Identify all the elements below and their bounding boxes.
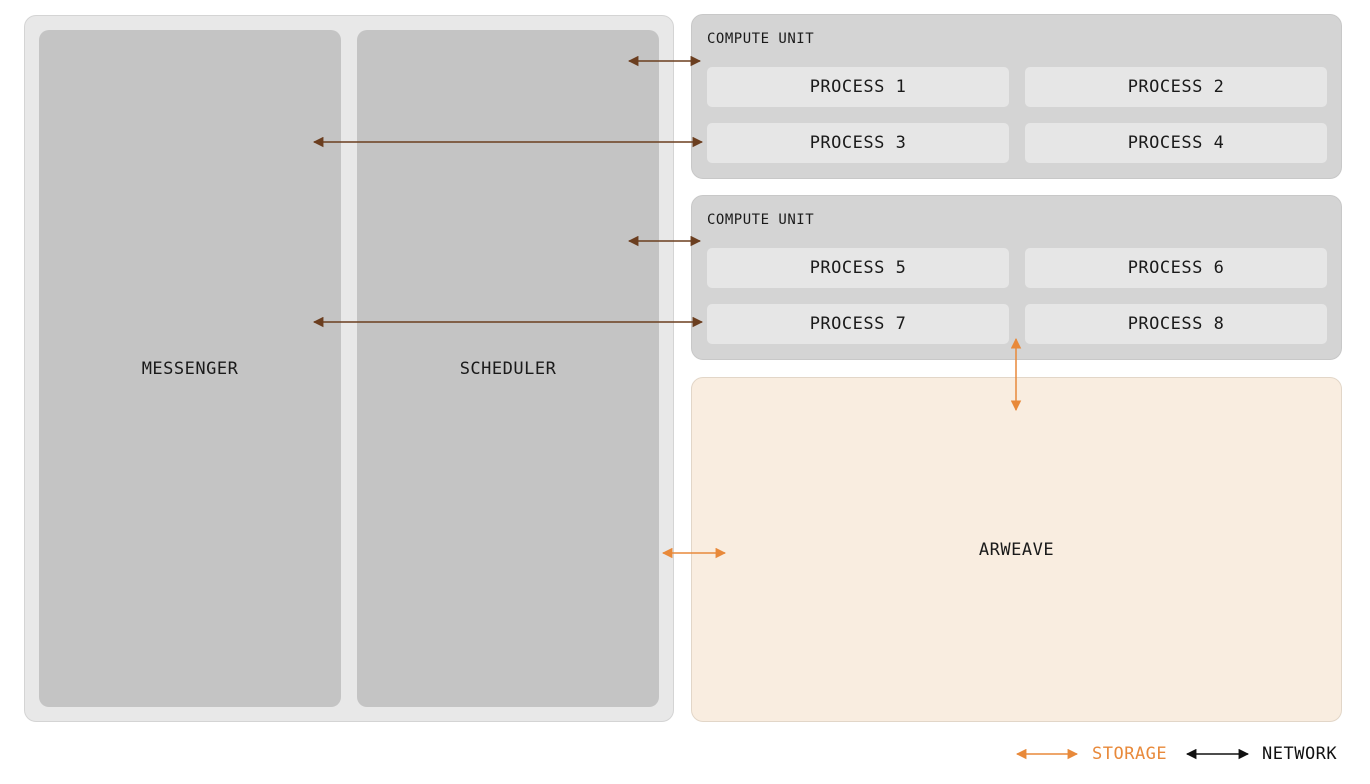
process-1-box: PROCESS 1 — [707, 67, 1009, 107]
process-6-box: PROCESS 6 — [1025, 248, 1327, 288]
process-3-box: PROCESS 3 — [707, 123, 1009, 163]
arweave-label: ARWEAVE — [978, 539, 1055, 560]
process-8-box: PROCESS 8 — [1025, 304, 1327, 344]
scheduler-label: SCHEDULER — [459, 358, 557, 379]
messenger-box: MESSENGER — [39, 30, 341, 707]
process-7-box: PROCESS 7 — [707, 304, 1009, 344]
compute-unit-label: COMPUTE UNIT — [707, 31, 815, 47]
process-2-box: PROCESS 2 — [1025, 67, 1327, 107]
arweave-box: ARWEAVE — [691, 377, 1342, 722]
compute-unit-2: COMPUTE UNIT PROCESS 5 PROCESS 6 PROCESS… — [691, 195, 1342, 360]
legend-network-label: NETWORK — [1262, 744, 1338, 764]
compute-unit-1: COMPUTE UNIT PROCESS 1 PROCESS 2 PROCESS… — [691, 14, 1342, 179]
process-5-box: PROCESS 5 — [707, 248, 1009, 288]
messenger-label: MESSENGER — [141, 358, 239, 379]
legend-storage-label: STORAGE — [1092, 744, 1168, 764]
process-4-box: PROCESS 4 — [1025, 123, 1327, 163]
scheduler-box: SCHEDULER — [357, 30, 659, 707]
compute-unit-label: COMPUTE UNIT — [707, 212, 815, 228]
